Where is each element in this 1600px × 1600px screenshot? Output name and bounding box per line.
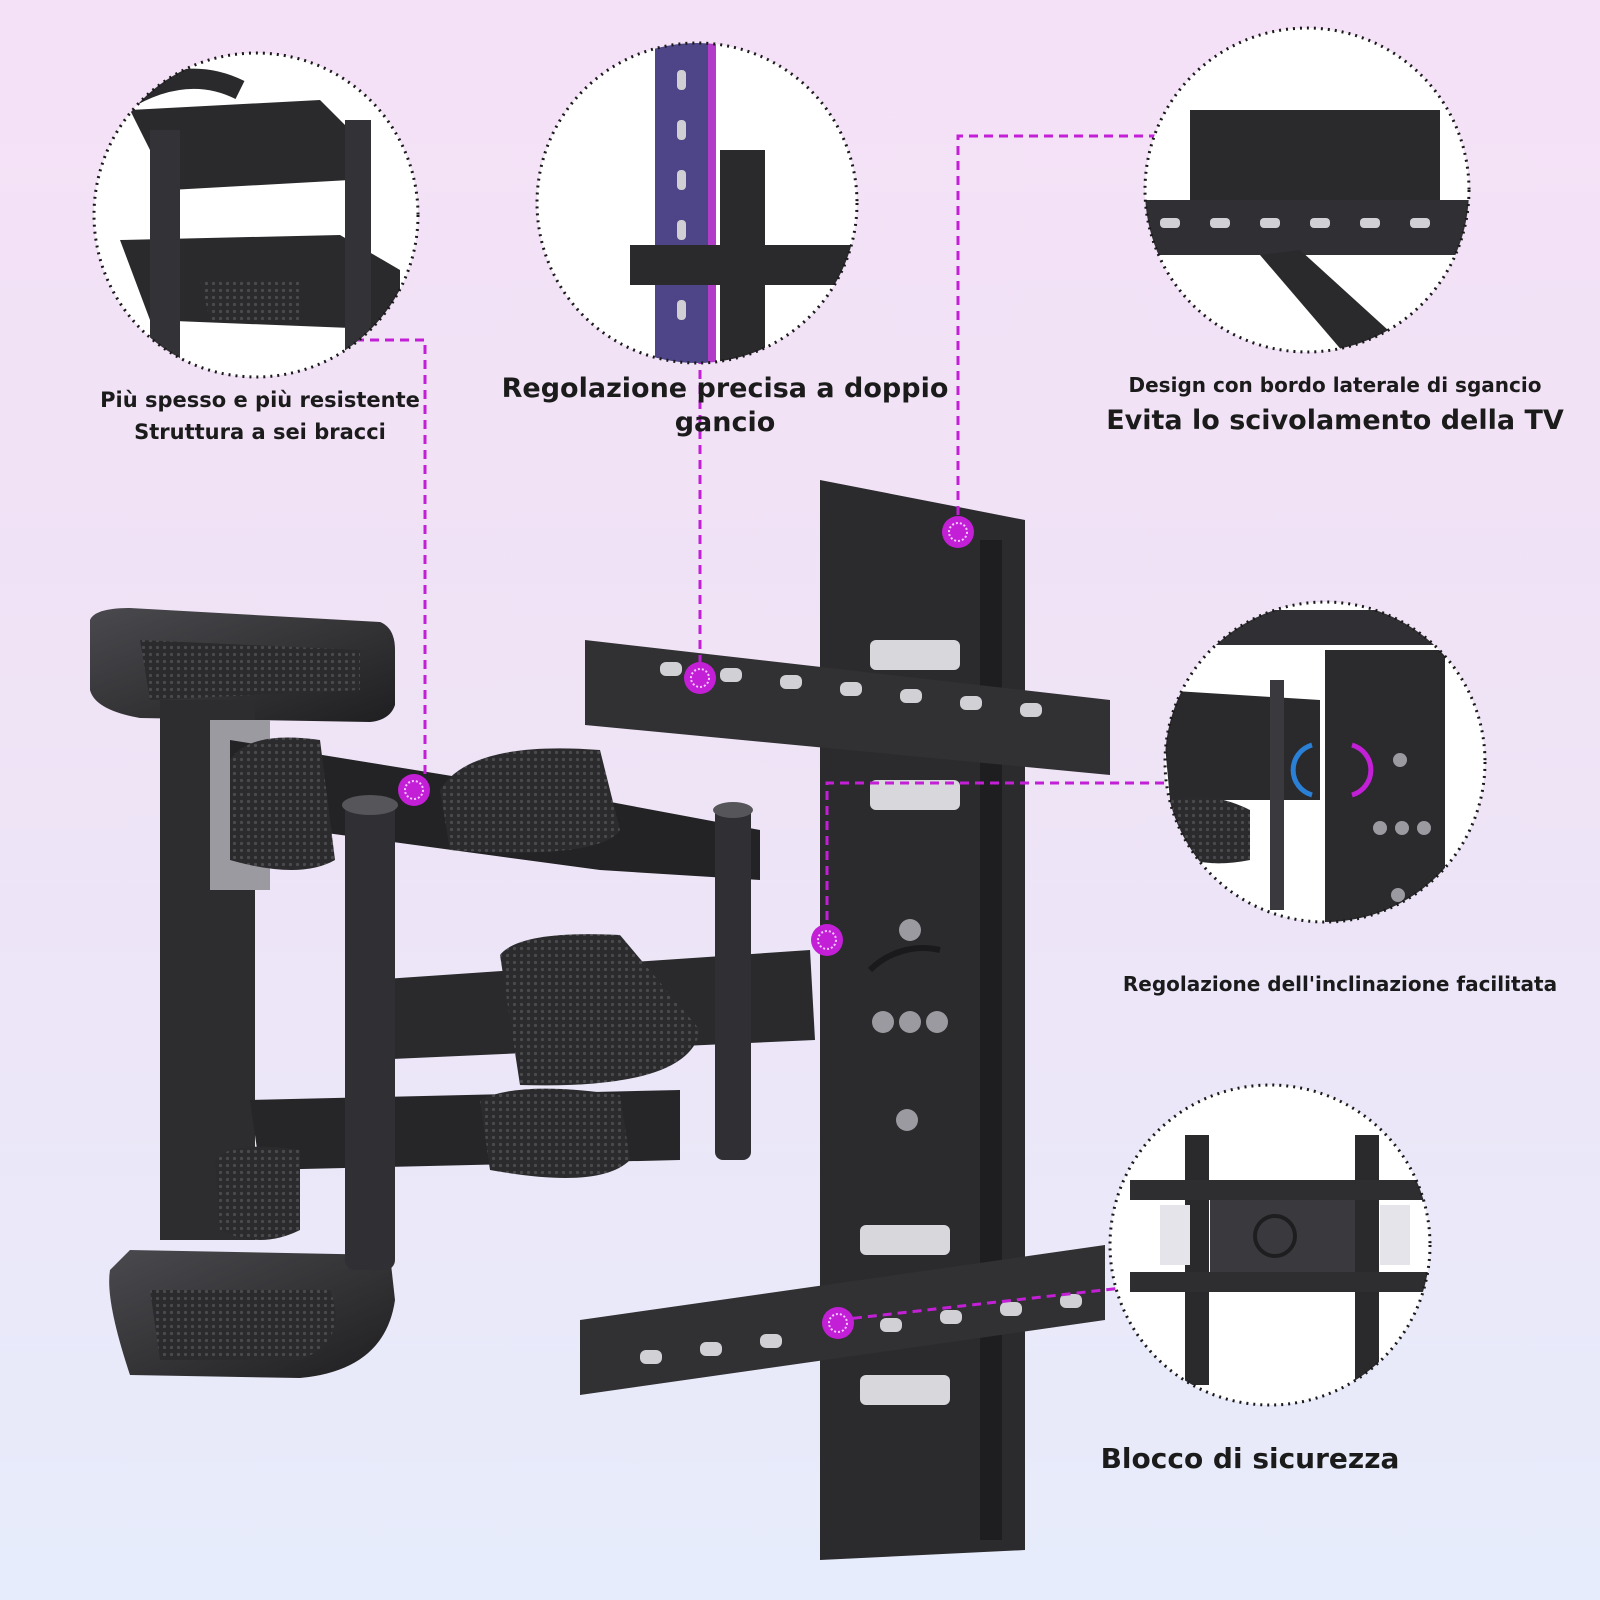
plate-slot: [860, 1375, 950, 1405]
rail-holes: [640, 662, 1082, 1364]
detail-circle-tilt: [1163, 600, 1487, 924]
tilt-arc: [867, 945, 941, 973]
pivot-cap: [342, 795, 398, 815]
grip-pad: [500, 934, 700, 1086]
pivot-cap: [713, 802, 753, 818]
callout-line-tilt: [825, 781, 1305, 935]
callout-markers: [398, 516, 974, 1339]
grip-pad: [140, 640, 360, 700]
detail-circle-arms: [92, 51, 420, 379]
marker-tilt: [811, 924, 843, 956]
grip-pad: [150, 1290, 336, 1360]
plate-slot: [870, 780, 960, 810]
pivot-column: [715, 805, 751, 1160]
feature-label-edge: Design con bordo laterale di sgancio Evi…: [1100, 370, 1570, 438]
arms-line1: Più spesso e più resistente: [100, 388, 420, 412]
feature-label-hook: Regolazione precisa a doppio gancio: [501, 373, 949, 438]
marker-arms: [398, 774, 430, 806]
arms-line2: Struttura a sei bracci: [134, 420, 386, 444]
marker-lock: [822, 1307, 854, 1339]
plate-screws: [872, 919, 948, 1131]
top-horizontal-rail: [585, 640, 1110, 775]
edge-title: Evita lo scivolamento della TV: [1106, 405, 1564, 436]
plate-slot: [870, 640, 960, 670]
detail-circle-hook: [535, 41, 859, 365]
plate-slot: [860, 1225, 950, 1255]
tilt-arrow-up-icon: [1290, 742, 1313, 798]
grip-pad: [230, 737, 335, 870]
tilt-arrow-down-icon: [1351, 742, 1374, 798]
edge-subtitle: Design con bordo laterale di sgancio: [1128, 373, 1542, 397]
grip-pad: [480, 1088, 630, 1178]
detail-circle-lock: [1108, 1083, 1432, 1407]
feature-label-lock: Blocco di sicurezza: [1100, 1442, 1400, 1475]
callout-line-edge: [956, 134, 1225, 530]
grip-pad: [215, 1146, 300, 1240]
grip-pad: [440, 748, 620, 853]
detail-circle-edge: [1143, 26, 1471, 354]
callout-line-lock: [837, 1276, 1211, 1322]
feature-label-arms: Più spesso e più resistente Struttura a …: [95, 384, 425, 448]
marker-edge: [942, 516, 974, 548]
marker-hook: [684, 662, 716, 694]
tv-mount: [90, 480, 1110, 1560]
pivot-column: [345, 800, 395, 1270]
feature-label-tilt: Regolazione dell'inclinazione facilitata: [1122, 972, 1558, 996]
